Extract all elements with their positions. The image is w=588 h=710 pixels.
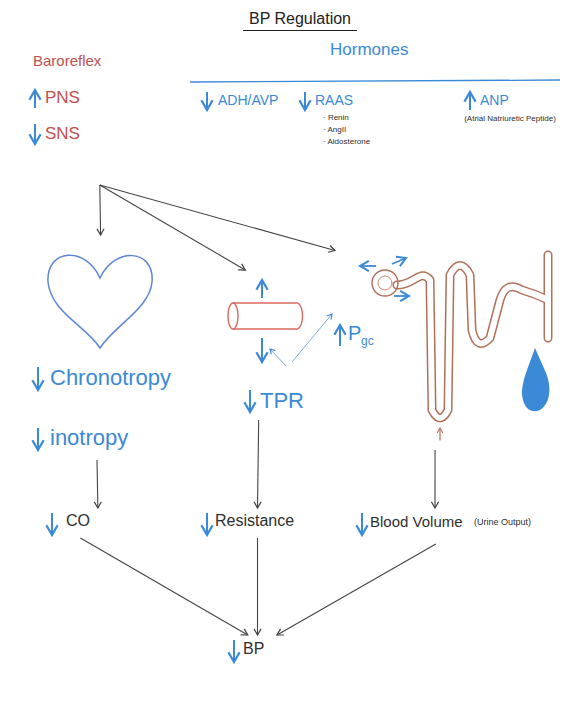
- vessel-drawing: [228, 303, 303, 329]
- flow-arrow: [80, 538, 247, 635]
- flow-arrow: [100, 185, 335, 251]
- flow-arrow: [434, 450, 435, 508]
- flow-arrow: [257, 538, 258, 635]
- node-text: Hormones: [330, 40, 408, 60]
- divider-line: [190, 80, 560, 82]
- node-text: PNS: [45, 88, 80, 108]
- vessel-effect: TPR: [215, 270, 327, 420]
- flow-arrow: [96, 460, 98, 508]
- heart-drawing: [48, 255, 152, 348]
- result-label: BP: [225, 635, 290, 665]
- node-text: Blood Volume: [370, 513, 463, 530]
- hormones-group: HormonesADH/AVP RAAS · Renin · AngII · Aldos…: [190, 40, 562, 165]
- node-text: RAAS: [315, 92, 353, 108]
- node-text: · Renin: [323, 113, 349, 122]
- output-label: Blood Volume (Urine Output): [352, 508, 567, 544]
- kidney-effect: Pgc: [335, 240, 565, 450]
- output-label: CO: [62, 508, 108, 538]
- node-text: inotropy: [50, 425, 128, 450]
- flow-arrows: [360, 258, 409, 296]
- node-text: Resistance: [215, 512, 294, 530]
- flow-arrow: [99, 185, 101, 235]
- baroreflex-group: BaroreflexPNS SNS: [25, 52, 135, 185]
- node-text: ADH/AVP: [218, 92, 278, 108]
- node-text: (Atrial Natriuretic Peptide): [462, 114, 558, 123]
- node-text: P: [348, 322, 361, 345]
- node-text: gc: [361, 335, 374, 349]
- node-text: · Aldosterone: [323, 137, 370, 146]
- node-text: CO: [66, 512, 90, 530]
- node-text: (Urine Output): [474, 517, 531, 527]
- direction-arrows: [35, 90, 470, 662]
- node-text: · AngII: [323, 125, 346, 134]
- node-text: TPR: [260, 388, 304, 413]
- node-text: ANP: [480, 92, 509, 108]
- resistance-lines: [270, 314, 332, 366]
- output-label: Resistance: [200, 508, 325, 538]
- node-text: SNS: [45, 124, 80, 144]
- heart-effect: Chronotropy inotropy: [25, 235, 205, 460]
- diagram-title: BP Regulation: [243, 10, 357, 31]
- urine-drop: [522, 348, 549, 411]
- node-text: BP: [243, 640, 264, 658]
- node-text: Chronotropy: [50, 365, 171, 390]
- flow-arrow: [258, 420, 259, 508]
- node-text: Baroreflex: [33, 52, 101, 69]
- flow-arrow: [277, 544, 436, 635]
- flow-arrow: [100, 185, 245, 270]
- nephron-drawing: [372, 255, 548, 440]
